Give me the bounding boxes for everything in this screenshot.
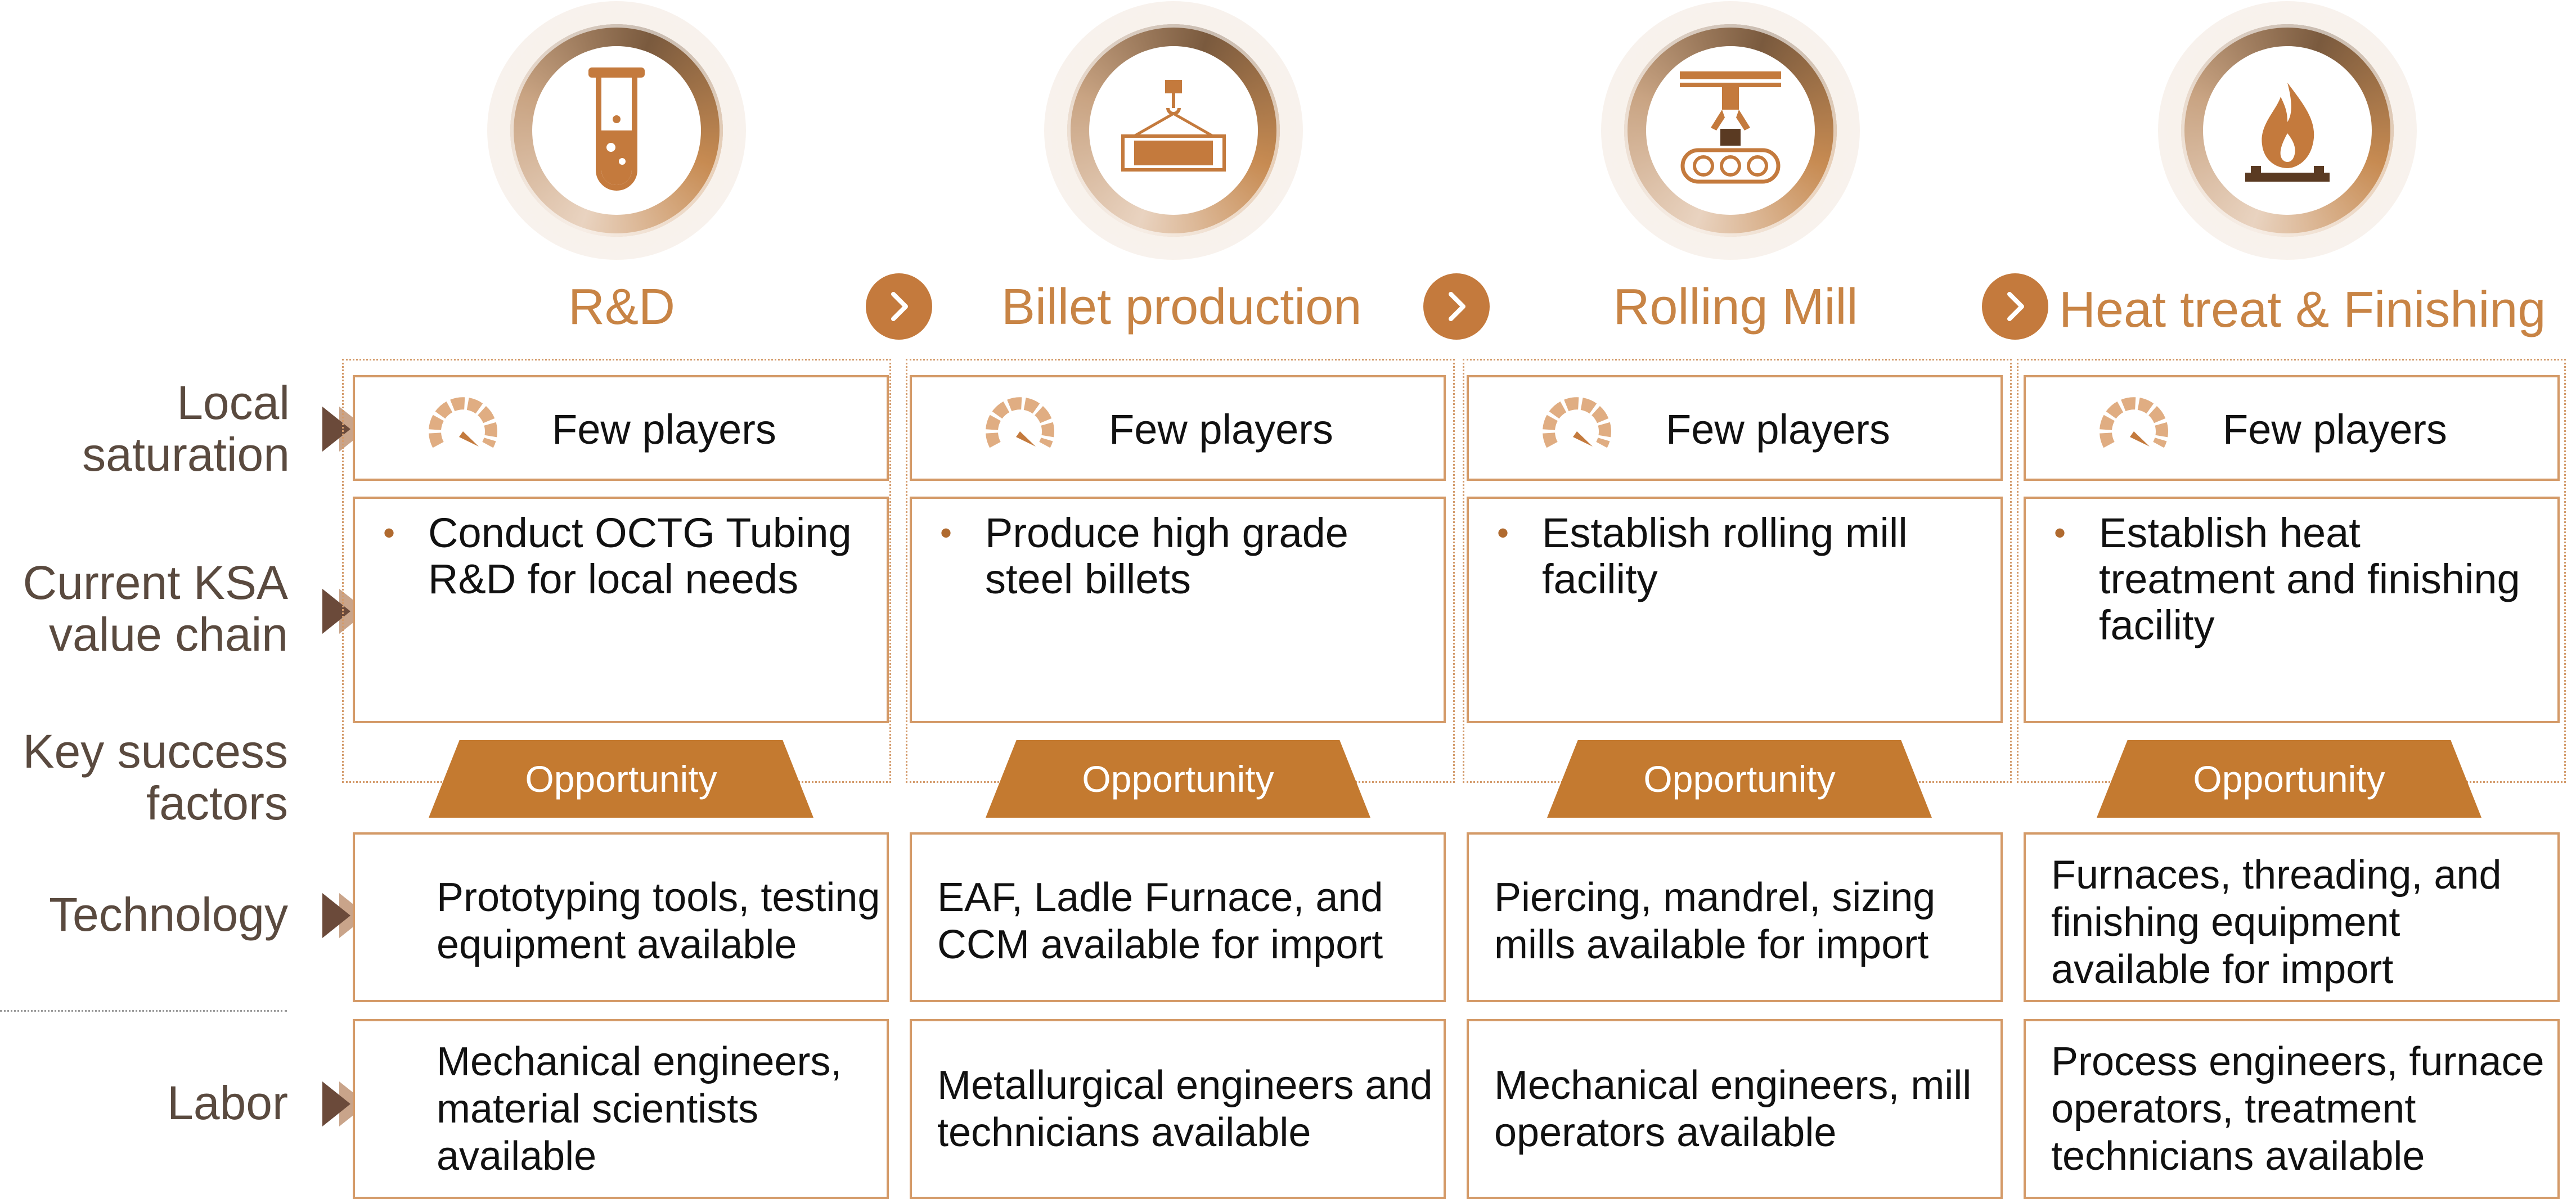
- technology-box: Furnaces, threading, and finishing equip…: [2024, 832, 2560, 1002]
- row-label-local-saturation: Local saturation: [82, 376, 290, 481]
- gauge-icon: [986, 397, 1054, 448]
- value-chain-text: Establish heat treatment and finishing f…: [2099, 510, 2520, 648]
- flame-burner-icon: [2245, 83, 2330, 182]
- value-chain-text: Produce high grade steel billets: [985, 510, 1348, 602]
- value-chain-box: • Establish heat treatment and finishing …: [2024, 497, 2560, 723]
- gauge-icon: [1543, 397, 1611, 448]
- gauge-icon: [429, 397, 497, 448]
- stage-icon-circle: [2203, 46, 2372, 215]
- stage-icon-circle: [1646, 46, 1815, 215]
- saturation-text: Few players: [1666, 406, 1890, 453]
- labor-text: Mechanical engineers, material scientist…: [437, 1039, 842, 1179]
- stage-title-billet: Billet production: [1001, 279, 1362, 335]
- bullet-icon: •: [940, 514, 952, 552]
- stage-title-rd: R&D: [568, 279, 676, 335]
- labor-box: Mechanical engineers, mill operators ava…: [1467, 1019, 2003, 1199]
- opportunity-banner: Opportunity: [1547, 740, 1932, 818]
- value-chain-text: Conduct OCTG Tubing R&D for local needs: [428, 510, 852, 602]
- stage-title-heat: Heat treat & Finishing: [2059, 282, 2546, 338]
- row-divider: [0, 1010, 287, 1012]
- test-tube-icon: [588, 67, 645, 191]
- technology-box: Prototyping tools, testing equipment ava…: [353, 832, 889, 1002]
- technology-text: Prototyping tools, testing equipment ava…: [437, 875, 880, 967]
- chevron-right-icon: [1423, 273, 1490, 340]
- gauge-icon: [2100, 397, 2168, 448]
- technology-text: Piercing, mandrel, sizing mills availabl…: [1494, 875, 1936, 967]
- robot-conveyor-icon: [1680, 71, 1781, 184]
- saturation-text: Few players: [2223, 406, 2447, 453]
- saturation-box: Few players: [353, 375, 889, 481]
- bullet-icon: •: [383, 514, 395, 552]
- labor-box: Mechanical engineers, material scientist…: [353, 1019, 889, 1199]
- opportunity-banner: Opportunity: [986, 740, 1370, 818]
- row-label-current-ksa: Current KSA value chain: [23, 556, 288, 661]
- row-label-key-success: Key success factors: [23, 725, 288, 830]
- chevron-right-icon: [1982, 273, 2048, 340]
- value-chain-box: • Conduct OCTG Tubing R&D for local needs: [353, 497, 889, 723]
- saturation-box: Few players: [2024, 375, 2560, 481]
- opportunity-banner: Opportunity: [429, 740, 813, 818]
- labor-box: Process engineers, furnace operators, tr…: [2024, 1019, 2560, 1199]
- saturation-text: Few players: [552, 406, 776, 453]
- chevron-right-icon: [866, 273, 932, 340]
- saturation-box: Few players: [910, 375, 1446, 481]
- labor-text: Metallurgical engineers and technicians …: [937, 1063, 1433, 1155]
- technology-text: Furnaces, threading, and finishing equip…: [2051, 853, 2502, 992]
- technology-text: EAF, Ladle Furnace, and CCM available fo…: [937, 875, 1383, 967]
- technology-box: Piercing, mandrel, sizing mills availabl…: [1467, 832, 2003, 1002]
- labor-text: Process engineers, furnace operators, tr…: [2051, 1039, 2544, 1179]
- value-chain-box: • Produce high grade steel billets: [910, 497, 1446, 723]
- stage-icon-circle: [1089, 46, 1258, 215]
- row-label-technology: Technology: [49, 888, 288, 941]
- technology-box: EAF, Ladle Furnace, and CCM available fo…: [910, 832, 1446, 1002]
- value-chain-box: • Establish rolling mill facility: [1467, 497, 2003, 723]
- saturation-text: Few players: [1109, 406, 1333, 453]
- opportunity-banner: Opportunity: [2097, 740, 2481, 818]
- stage-title-rolling: Rolling Mill: [1613, 279, 1858, 335]
- labor-text: Mechanical engineers, mill operators ava…: [1494, 1063, 1972, 1155]
- crane-billet-icon: [1121, 80, 1226, 172]
- row-label-labor: Labor: [167, 1076, 288, 1129]
- saturation-box: Few players: [1467, 375, 2003, 481]
- bullet-icon: •: [1497, 514, 1509, 552]
- bullet-icon: •: [2054, 514, 2066, 552]
- value-chain-text: Establish rolling mill facility: [1542, 510, 1908, 602]
- stage-icon-circle: [532, 46, 701, 215]
- labor-box: Metallurgical engineers and technicians …: [910, 1019, 1446, 1199]
